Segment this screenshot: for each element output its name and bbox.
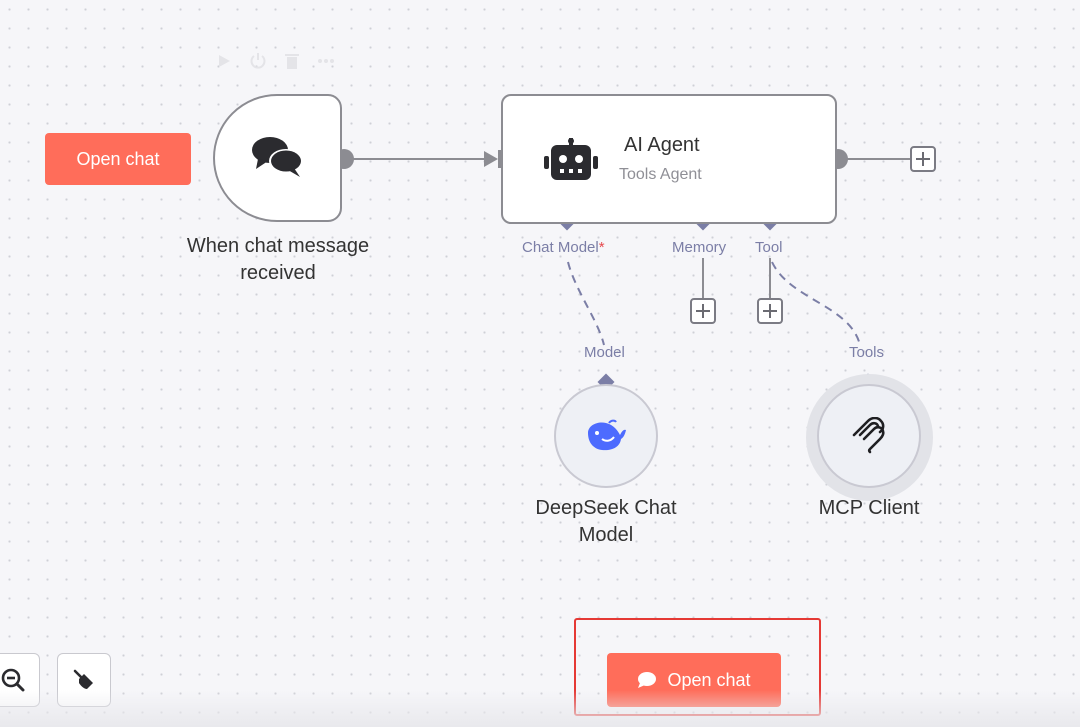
port-label-memory: Memory [672,239,727,256]
mcp-client-node[interactable] [817,384,921,488]
trigger-node-label: When chat message received [186,235,370,284]
mcp-node-label: MCP Client [818,497,920,519]
deepseek-chat-model-node[interactable] [554,384,658,488]
port-label-tools: Tools [849,344,885,361]
power-icon[interactable] [248,51,268,71]
plus-icon [763,304,777,318]
open-chat-button-top[interactable]: Open chat [45,133,191,185]
more-icon[interactable] [316,51,336,71]
plus-icon [916,152,930,166]
tidy-up-button[interactable] [57,653,111,707]
deepseek-whale-icon [588,419,626,451]
port-label-tool: Tool [755,239,783,256]
play-icon[interactable] [214,51,234,71]
port-label-chat-model: Chat Model* [522,239,605,256]
mcp-icon [852,417,885,454]
trigger-node-chat-message[interactable] [213,94,342,222]
required-marker: * [598,239,605,256]
zoom-out-icon [1,668,25,692]
deepseek-node-label: DeepSeek Chat Model [535,497,677,546]
open-chat-button-bottom[interactable]: Open chat [607,653,781,707]
plus-icon [696,304,710,318]
ai-agent-title: AI Agent [624,134,700,156]
node-toolbar [214,50,344,72]
chat-bubble-icon [638,672,657,688]
robot-icon [544,138,598,180]
open-chat-bottom-label: Open chat [667,669,751,690]
add-tool-button[interactable] [757,298,783,324]
add-node-after-agent-button[interactable] [910,146,936,172]
port-label-model: Model [584,344,625,361]
zoom-out-button[interactable] [0,653,40,707]
chat-bubbles-icon [251,137,303,177]
trash-icon[interactable] [282,51,302,71]
ai-agent-subtitle: Tools Agent [619,166,702,183]
ai-agent-node[interactable]: AI Agent Tools Agent [501,94,837,224]
tidy-up-icon [73,669,93,689]
add-memory-button[interactable] [690,298,716,324]
